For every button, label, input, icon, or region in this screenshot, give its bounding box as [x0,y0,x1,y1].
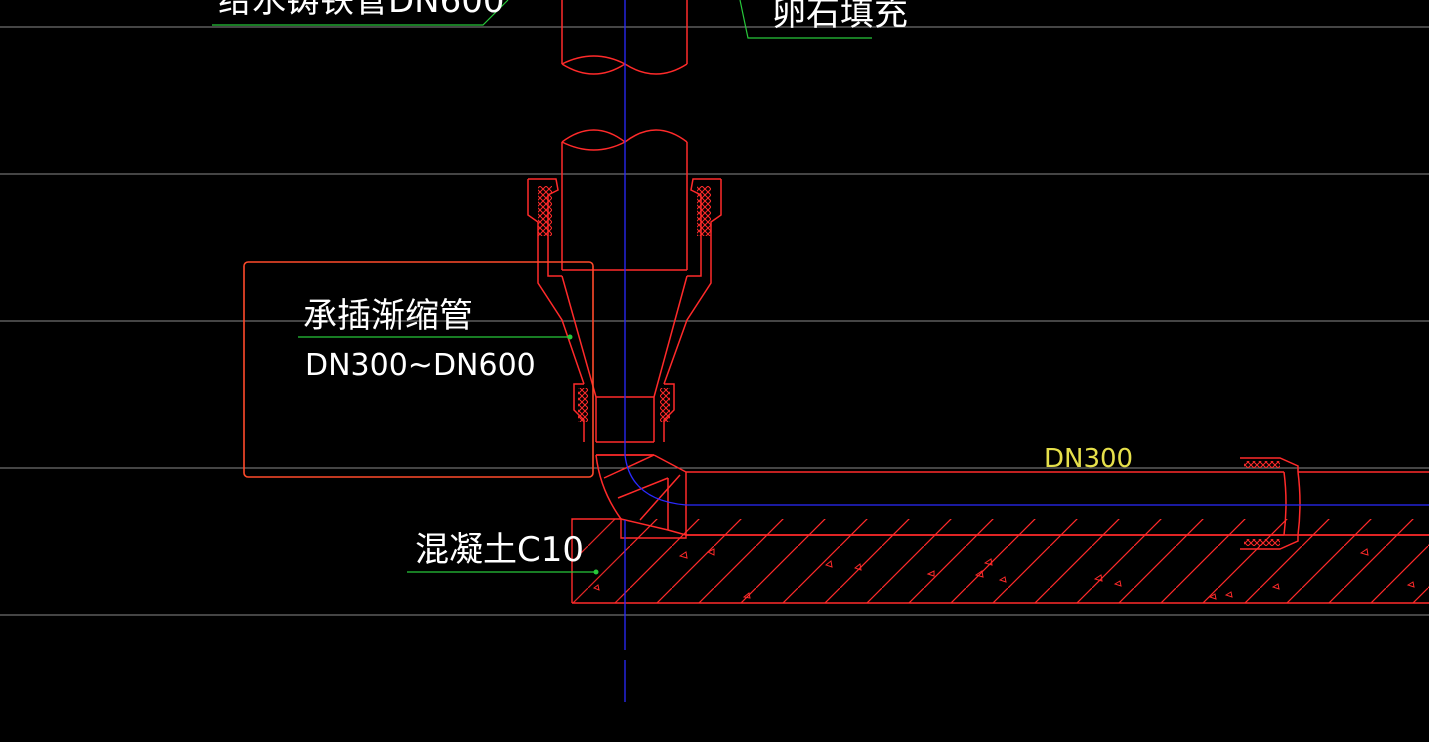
leader-top-right [739,0,872,39]
leader-top-left [212,0,509,26]
label-top-left-pipe: 给水铸铁管DN600 [218,0,505,21]
leader-dot [593,569,599,575]
pipe-dn300-horizontal [685,457,1429,550]
label-concrete: 混凝土C10 [415,530,584,570]
concrete-base [571,518,1429,604]
centerlines [624,0,1429,702]
leader-dot [567,334,573,340]
label-reducer-name: 承插渐缩管 [303,296,473,336]
reference-gridlines [0,26,1429,616]
label-horizontal-pipe: DN300 [1044,444,1133,474]
label-reducer-spec: DN300~DN600 [305,348,536,383]
elbow-bend [595,454,687,536]
reducer-callout-box [243,261,594,478]
leader-lines [212,0,872,573]
label-top-right-fill: 卵石填充 [772,0,908,34]
